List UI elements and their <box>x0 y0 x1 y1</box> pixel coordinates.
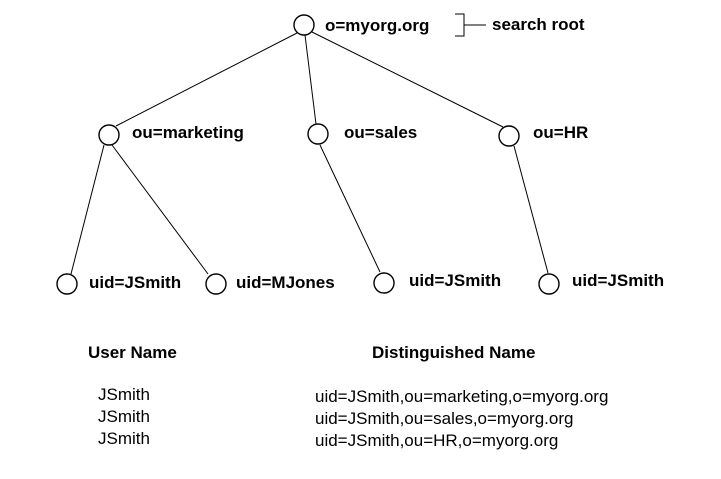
user-node-4 <box>538 273 560 295</box>
user-node-1 <box>56 273 78 295</box>
row-1-user: JSmith <box>98 385 150 404</box>
edge-marketing-user1 <box>70 144 105 275</box>
ou-node-marketing <box>98 124 120 146</box>
ou-label-marketing: ou=marketing <box>132 123 244 142</box>
user-label-2: uid=MJones <box>236 273 335 292</box>
edge-sales-user3 <box>319 144 381 273</box>
root-label: o=myorg.org <box>325 16 429 35</box>
edge-root-sales <box>304 34 317 125</box>
user-label-3: uid=JSmith <box>409 271 501 290</box>
header-user-name: User Name <box>88 343 177 362</box>
search-root-annotation: search root <box>492 15 585 34</box>
user-node-3 <box>373 272 395 294</box>
ou-label-sales: ou=sales <box>344 123 417 142</box>
edge-root-hr <box>311 31 504 128</box>
ou-node-hr <box>498 125 520 147</box>
user-label-1: uid=JSmith <box>89 273 181 292</box>
edge-marketing-user2 <box>111 144 209 275</box>
edge-root-marketing <box>115 32 298 127</box>
row-1-dn: uid=JSmith,ou=marketing,o=myorg.org <box>315 387 609 406</box>
row-2-user: JSmith <box>98 407 150 426</box>
root-node <box>293 14 315 36</box>
user-node-2 <box>205 273 227 295</box>
search-root-bracket <box>455 13 486 37</box>
header-distinguished-name: Distinguished Name <box>372 343 536 362</box>
row-3-dn: uid=JSmith,ou=HR,o=myorg.org <box>315 431 559 450</box>
edge-hr-user4 <box>513 145 549 274</box>
ou-node-sales <box>307 123 329 145</box>
user-label-4: uid=JSmith <box>572 271 664 290</box>
row-3-user: JSmith <box>98 429 150 448</box>
row-2-dn: uid=JSmith,ou=sales,o=myorg.org <box>315 409 574 428</box>
ou-label-hr: ou=HR <box>533 123 588 142</box>
tree-edges <box>70 31 549 275</box>
